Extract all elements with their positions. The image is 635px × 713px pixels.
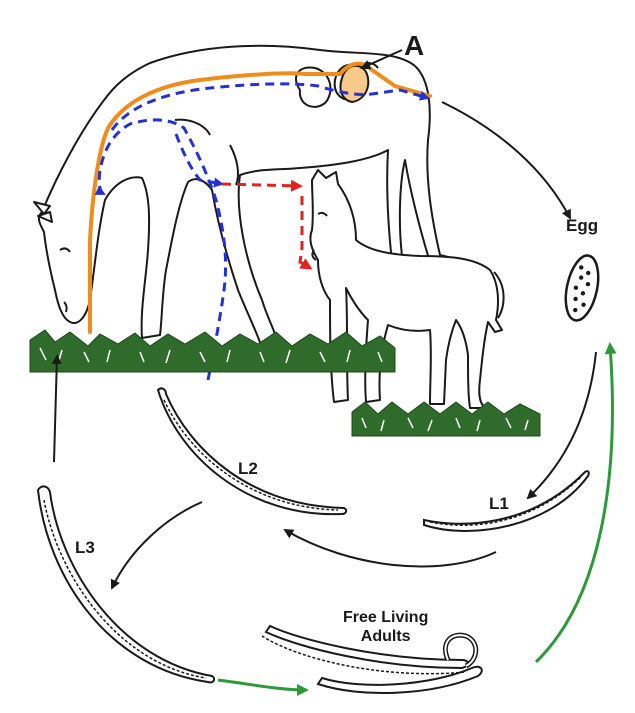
arrow-intestine-to-egg — [442, 102, 570, 218]
label-site-a: A — [404, 30, 424, 62]
label-free-living-line2: Adults — [343, 627, 428, 646]
label-l1: L1 — [489, 494, 509, 514]
label-l3: L3 — [75, 538, 95, 558]
egg-stage — [560, 253, 603, 324]
arrow-l3-to-adults — [218, 680, 306, 690]
pasture-grass-left — [30, 330, 395, 372]
arrow-l2-to-l3 — [112, 502, 202, 588]
label-l2: L2 — [238, 459, 258, 479]
l3-larva — [38, 486, 214, 682]
transmammary-path-red-down — [300, 196, 310, 268]
label-free-living-adults: Free Living Adults — [343, 608, 428, 646]
label-free-living-line1: Free Living — [343, 608, 428, 627]
label-egg: Egg — [566, 216, 598, 236]
pasture-grass-right — [352, 402, 540, 436]
arrow-l1-to-l2 — [285, 530, 496, 566]
l2-larva — [158, 388, 346, 514]
